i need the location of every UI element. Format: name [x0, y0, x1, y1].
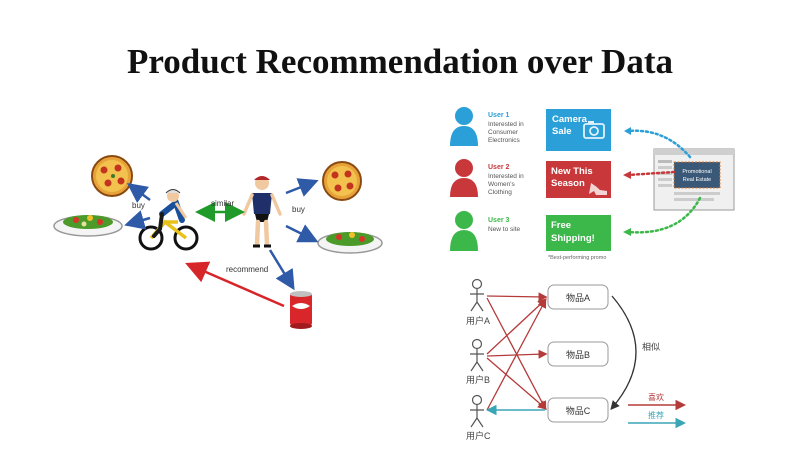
user-desc-line: Women's	[488, 181, 516, 188]
cyclist-icon	[138, 189, 199, 251]
page-title: Product Recommendation over Data	[127, 42, 673, 81]
user-desc-line: Clothing	[488, 189, 512, 196]
high-heel-icon	[589, 183, 607, 195]
salad-icon	[317, 232, 383, 254]
buy-label: buy	[132, 201, 145, 210]
user-desc-line: Interested in	[488, 173, 524, 180]
screen-label: Real Estate	[683, 177, 711, 183]
buy-label: buy	[292, 205, 305, 214]
user-label: 用户A	[466, 315, 490, 326]
legend-label-like: 喜欢	[648, 392, 664, 402]
soda-can-icon	[290, 291, 312, 329]
similar-label: similar	[211, 199, 234, 208]
user-name: User 2	[488, 164, 510, 171]
promo-text: Sale	[552, 126, 572, 137]
promo-text: Camera	[552, 114, 588, 125]
user-label: 用户C	[466, 430, 491, 441]
item-label: 物品B	[566, 349, 590, 360]
screen-label: Promotional	[682, 169, 711, 175]
item-box	[547, 284, 609, 310]
promo-panel: User 1 Interested in Consumer Electronic…	[450, 107, 735, 261]
user-label: 用户B	[466, 374, 490, 385]
promo-tile-camera-sale: Camera Sale	[546, 109, 611, 151]
item-box	[547, 341, 609, 367]
user-avatar-icon	[450, 159, 478, 197]
promo-tile-new-season: New This Season	[546, 161, 611, 198]
user-figure-icon	[470, 278, 484, 312]
salad-icon	[53, 215, 123, 237]
recommend-label: recommend	[226, 265, 268, 274]
legend: 喜欢 推荐	[628, 392, 686, 429]
cf-diagram: 用户A 用户B 用户C 物品A 物品B 物品C 相似 喜欢 推荐	[466, 278, 686, 441]
user-figure-icon	[470, 394, 484, 428]
promo-text: Shipping!	[551, 233, 595, 244]
user-avatar-icon	[450, 107, 478, 146]
item-label: 物品C	[566, 405, 591, 416]
pizza-icon	[91, 155, 133, 197]
promo-text: Free	[551, 220, 571, 231]
person-icon	[242, 176, 282, 248]
user-name: User 3	[488, 217, 510, 224]
pizza-icon	[322, 161, 362, 201]
item-label: 物品A	[566, 292, 590, 303]
user-avatar-icon	[450, 211, 478, 251]
camera-icon	[583, 121, 605, 139]
promo-footnote: *Best-performing promo	[548, 255, 606, 261]
similar-label: 相似	[642, 341, 660, 352]
legend-label-recommend: 推荐	[648, 410, 664, 420]
promo-text: New This	[551, 166, 593, 177]
user-name: User 1	[488, 112, 510, 119]
promo-text: Season	[551, 178, 585, 189]
user-desc-line: Electronics	[488, 137, 521, 144]
left-diagram: buy similar buy recommend	[53, 155, 383, 329]
user-desc-line: New to site	[488, 226, 521, 233]
user-desc-line: Consumer	[488, 129, 519, 136]
item-box	[547, 397, 609, 423]
user-desc-line: Interested in	[488, 121, 524, 128]
promo-tile-free-shipping: Free Shipping!	[546, 215, 611, 251]
website-screen: Promotional Real Estate	[653, 148, 735, 211]
user-figure-icon	[470, 338, 484, 372]
